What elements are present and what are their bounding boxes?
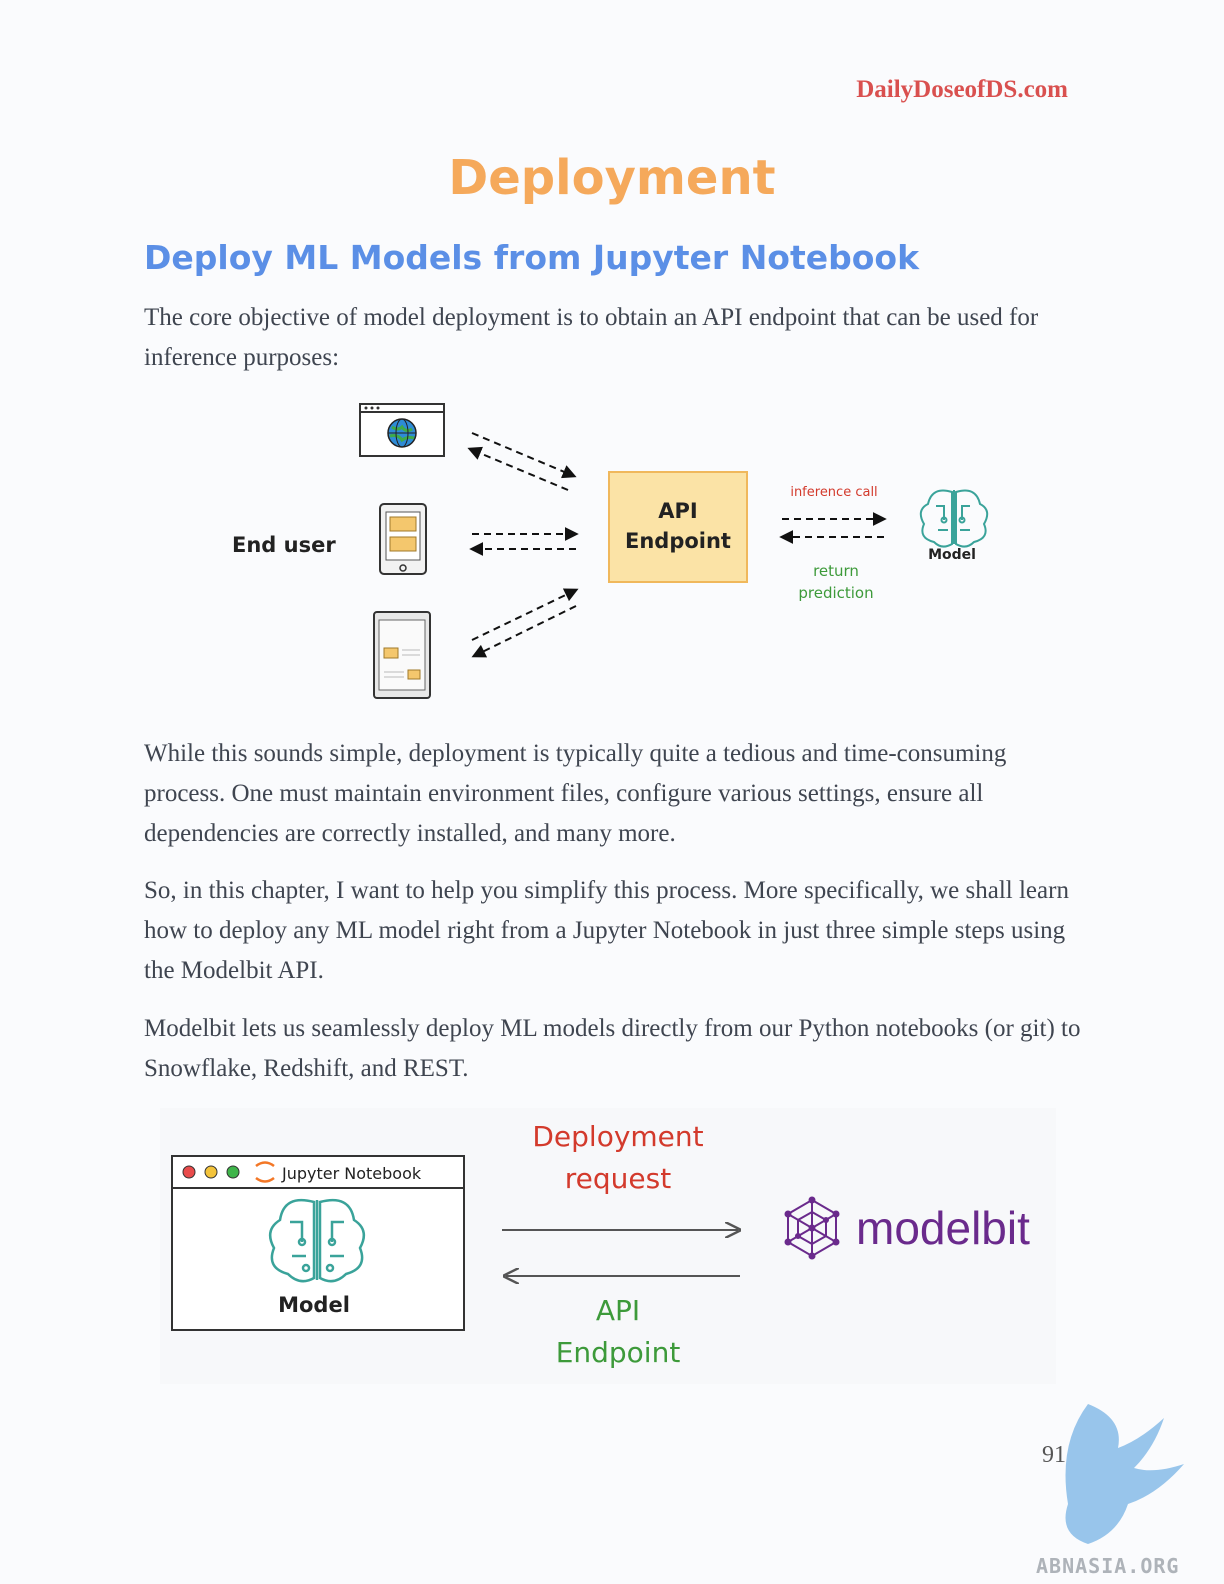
jupyter-logo-icon [255,1161,275,1183]
globe-icon [387,418,417,448]
modelbit-wordmark: modelbit [856,1202,1030,1254]
end-user-label: End user [232,533,336,557]
modelbit-logo-icon [784,1196,840,1260]
api-endpoint-line2: Endpoint [556,1336,681,1369]
api-endpoint-line1: API [596,1294,640,1327]
jupyter-notebook-window: Jupyter Notebook Model [171,1155,465,1331]
return-label-line2: prediction [798,584,873,602]
paragraph-modelbit: Modelbit lets us seamlessly deploy ML mo… [144,1015,1081,1082]
api-box-line1: API [658,499,697,523]
notebook-title: Jupyter Notebook [281,1164,422,1183]
notebook-model-label: Model [278,1293,350,1317]
model-label: Model [928,547,976,563]
paragraph-intro: The core objective of model deployment i… [144,304,1039,371]
api-endpoint-diagram: End user API Endpoint inference call ret… [232,403,989,699]
tablet-icon [373,611,431,699]
chapter-title: Deployment [448,150,776,206]
inference-call-label: inference call [790,485,877,500]
modelbit-deployment-diagram: Jupyter Notebook Model Deployment reques… [160,1108,1056,1384]
deployment-request-line1: Deployment [532,1120,703,1153]
page-number: 91 [1042,1442,1066,1468]
phone-icon [379,503,427,575]
model-brain-icon [268,1198,366,1283]
paragraph-tedious: While this sounds simple, deployment is … [144,740,1007,847]
site-name: DailyDoseofDS.com [856,76,1068,103]
model-brain-icon [919,489,989,548]
api-box-line2: Endpoint [625,529,731,553]
watermark-text: ABNASIA.ORG [1036,1554,1180,1578]
deployment-request-line2: request [565,1162,671,1195]
section-title: Deploy ML Models from Jupyter Notebook [144,238,920,277]
watermark-logo-icon [1065,1404,1184,1544]
api-endpoint-box: API Endpoint [608,471,748,583]
browser-window-icon [359,403,445,457]
paragraph-chapter-goal: So, in this chapter, I want to help you … [144,877,1069,984]
return-label-line1: return [813,562,859,580]
